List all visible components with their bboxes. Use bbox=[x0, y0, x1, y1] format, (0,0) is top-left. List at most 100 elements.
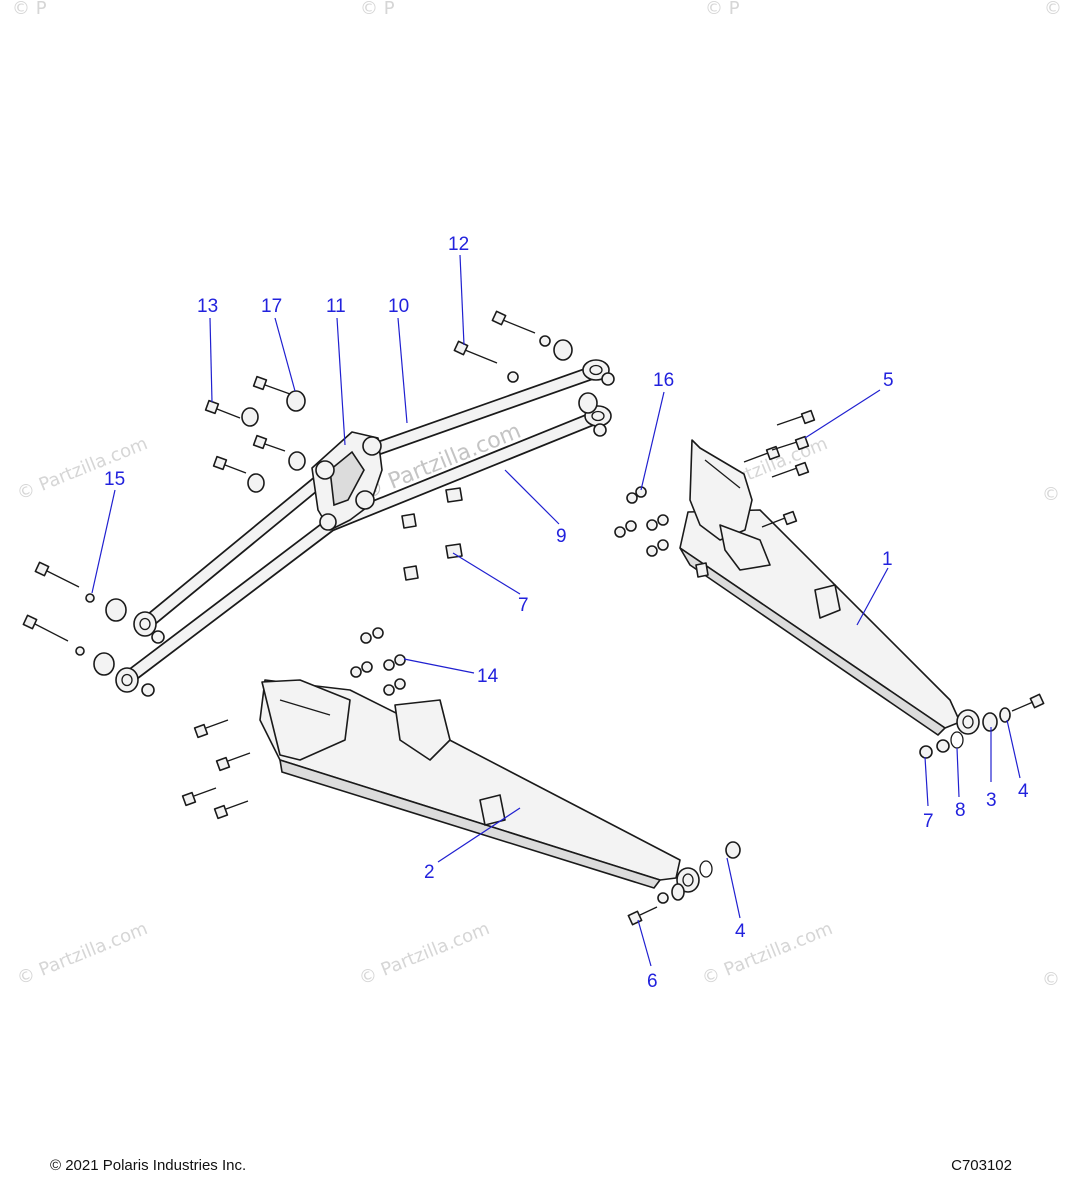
washer bbox=[657, 892, 669, 904]
watermark-top-4: © bbox=[1044, 0, 1062, 19]
watermark-top-3: © P bbox=[705, 0, 740, 19]
bolt bbox=[252, 375, 291, 395]
flange-nut bbox=[725, 841, 741, 859]
callout-16: 16 bbox=[653, 370, 674, 391]
watermark-top-1: © P bbox=[12, 0, 47, 19]
nut bbox=[372, 627, 384, 639]
bolt bbox=[213, 800, 249, 820]
watermark-left-mid: © Partzilla.com bbox=[14, 433, 151, 505]
bushing bbox=[578, 392, 598, 414]
watermark-top-2: © P bbox=[360, 0, 395, 19]
nut bbox=[383, 659, 395, 671]
left-arm-bracket bbox=[261, 679, 351, 761]
bolt bbox=[761, 510, 798, 528]
nut bbox=[635, 486, 647, 498]
bolt bbox=[22, 614, 69, 642]
radius-rod-assembly bbox=[115, 359, 612, 693]
callout-14: 14 bbox=[477, 666, 499, 687]
nut bbox=[657, 514, 669, 526]
bolt bbox=[771, 435, 810, 451]
watermark-left-bottom: © Partzilla.com bbox=[14, 918, 151, 990]
o-ring bbox=[950, 731, 964, 749]
callout-9: 9 bbox=[556, 526, 567, 547]
bolt bbox=[181, 787, 217, 807]
bolt bbox=[215, 752, 251, 772]
nut bbox=[919, 745, 933, 759]
bolt bbox=[776, 409, 816, 426]
bolt bbox=[204, 399, 241, 419]
rod-end-eye bbox=[115, 667, 139, 693]
watermark-edge-mid: © bbox=[1042, 484, 1060, 505]
callout-7-center: 7 bbox=[518, 595, 529, 616]
bolt bbox=[771, 461, 810, 478]
washer bbox=[601, 372, 615, 386]
o-ring bbox=[699, 860, 713, 878]
flange-nut bbox=[401, 513, 417, 529]
callout-10: 10 bbox=[388, 296, 409, 317]
flange-nut bbox=[445, 487, 463, 503]
nut bbox=[657, 539, 669, 551]
callout-17: 17 bbox=[261, 296, 282, 317]
right-arm-pivot-eye bbox=[956, 709, 980, 735]
flange-nut bbox=[695, 562, 709, 578]
callout-13: 13 bbox=[197, 296, 218, 317]
rod-end-eye bbox=[133, 611, 157, 637]
bushing bbox=[553, 339, 573, 361]
bolt bbox=[491, 310, 536, 334]
nut bbox=[625, 520, 637, 532]
nut bbox=[614, 526, 626, 538]
bolt bbox=[193, 719, 229, 739]
bolt bbox=[627, 906, 658, 926]
nut bbox=[383, 684, 395, 696]
bushing bbox=[93, 652, 115, 676]
callout-15: 15 bbox=[104, 469, 125, 490]
bolt bbox=[453, 340, 498, 364]
washer bbox=[85, 593, 95, 603]
nut bbox=[151, 630, 165, 644]
nut bbox=[394, 678, 406, 690]
callout-4-right: 4 bbox=[1018, 781, 1029, 802]
watermark-edge-bottom: © bbox=[1042, 969, 1060, 990]
callout-11: 11 bbox=[326, 296, 346, 317]
washer bbox=[75, 646, 85, 656]
callout-3: 3 bbox=[986, 790, 997, 811]
nut bbox=[394, 654, 406, 666]
nut bbox=[646, 545, 658, 557]
callout-4-left: 4 bbox=[735, 921, 746, 942]
callout-8: 8 bbox=[955, 800, 966, 821]
bushing bbox=[105, 598, 127, 622]
flange-nut bbox=[403, 565, 419, 581]
bolt bbox=[252, 434, 286, 452]
nut bbox=[626, 492, 638, 504]
bushing bbox=[247, 473, 265, 493]
callout-2: 2 bbox=[424, 862, 435, 883]
flange-nut bbox=[999, 707, 1011, 723]
bolt bbox=[1011, 693, 1045, 712]
right-arm-bracket bbox=[689, 439, 753, 541]
bushing bbox=[671, 883, 685, 901]
hardware bbox=[22, 310, 669, 697]
callout-12: 12 bbox=[448, 234, 469, 255]
callout-1: 1 bbox=[882, 549, 893, 570]
washer bbox=[507, 371, 519, 383]
copyright-notice: © 2021 Polaris Industries Inc. bbox=[50, 1157, 247, 1174]
nut bbox=[646, 519, 658, 531]
washer bbox=[936, 739, 950, 753]
nut bbox=[141, 683, 155, 697]
callouts: 1 2 3 4 4 5 6 7 7 8 9 10 11 12 13 14 15 … bbox=[104, 234, 1029, 992]
washer bbox=[539, 335, 551, 347]
leader-lines bbox=[91, 254, 1021, 967]
washer bbox=[593, 423, 607, 437]
watermark-right-bottom: © Partzilla.com bbox=[699, 918, 836, 990]
bushing bbox=[286, 390, 306, 412]
callout-7-right: 7 bbox=[923, 811, 934, 832]
nut bbox=[360, 632, 372, 644]
nut bbox=[361, 661, 373, 673]
nut bbox=[350, 666, 362, 678]
right-trailing-arm bbox=[679, 409, 1045, 759]
watermark-center-bottom: © Partzilla.com bbox=[356, 918, 493, 990]
bolt bbox=[743, 445, 781, 463]
bushing bbox=[982, 712, 998, 732]
bolt bbox=[34, 561, 80, 588]
